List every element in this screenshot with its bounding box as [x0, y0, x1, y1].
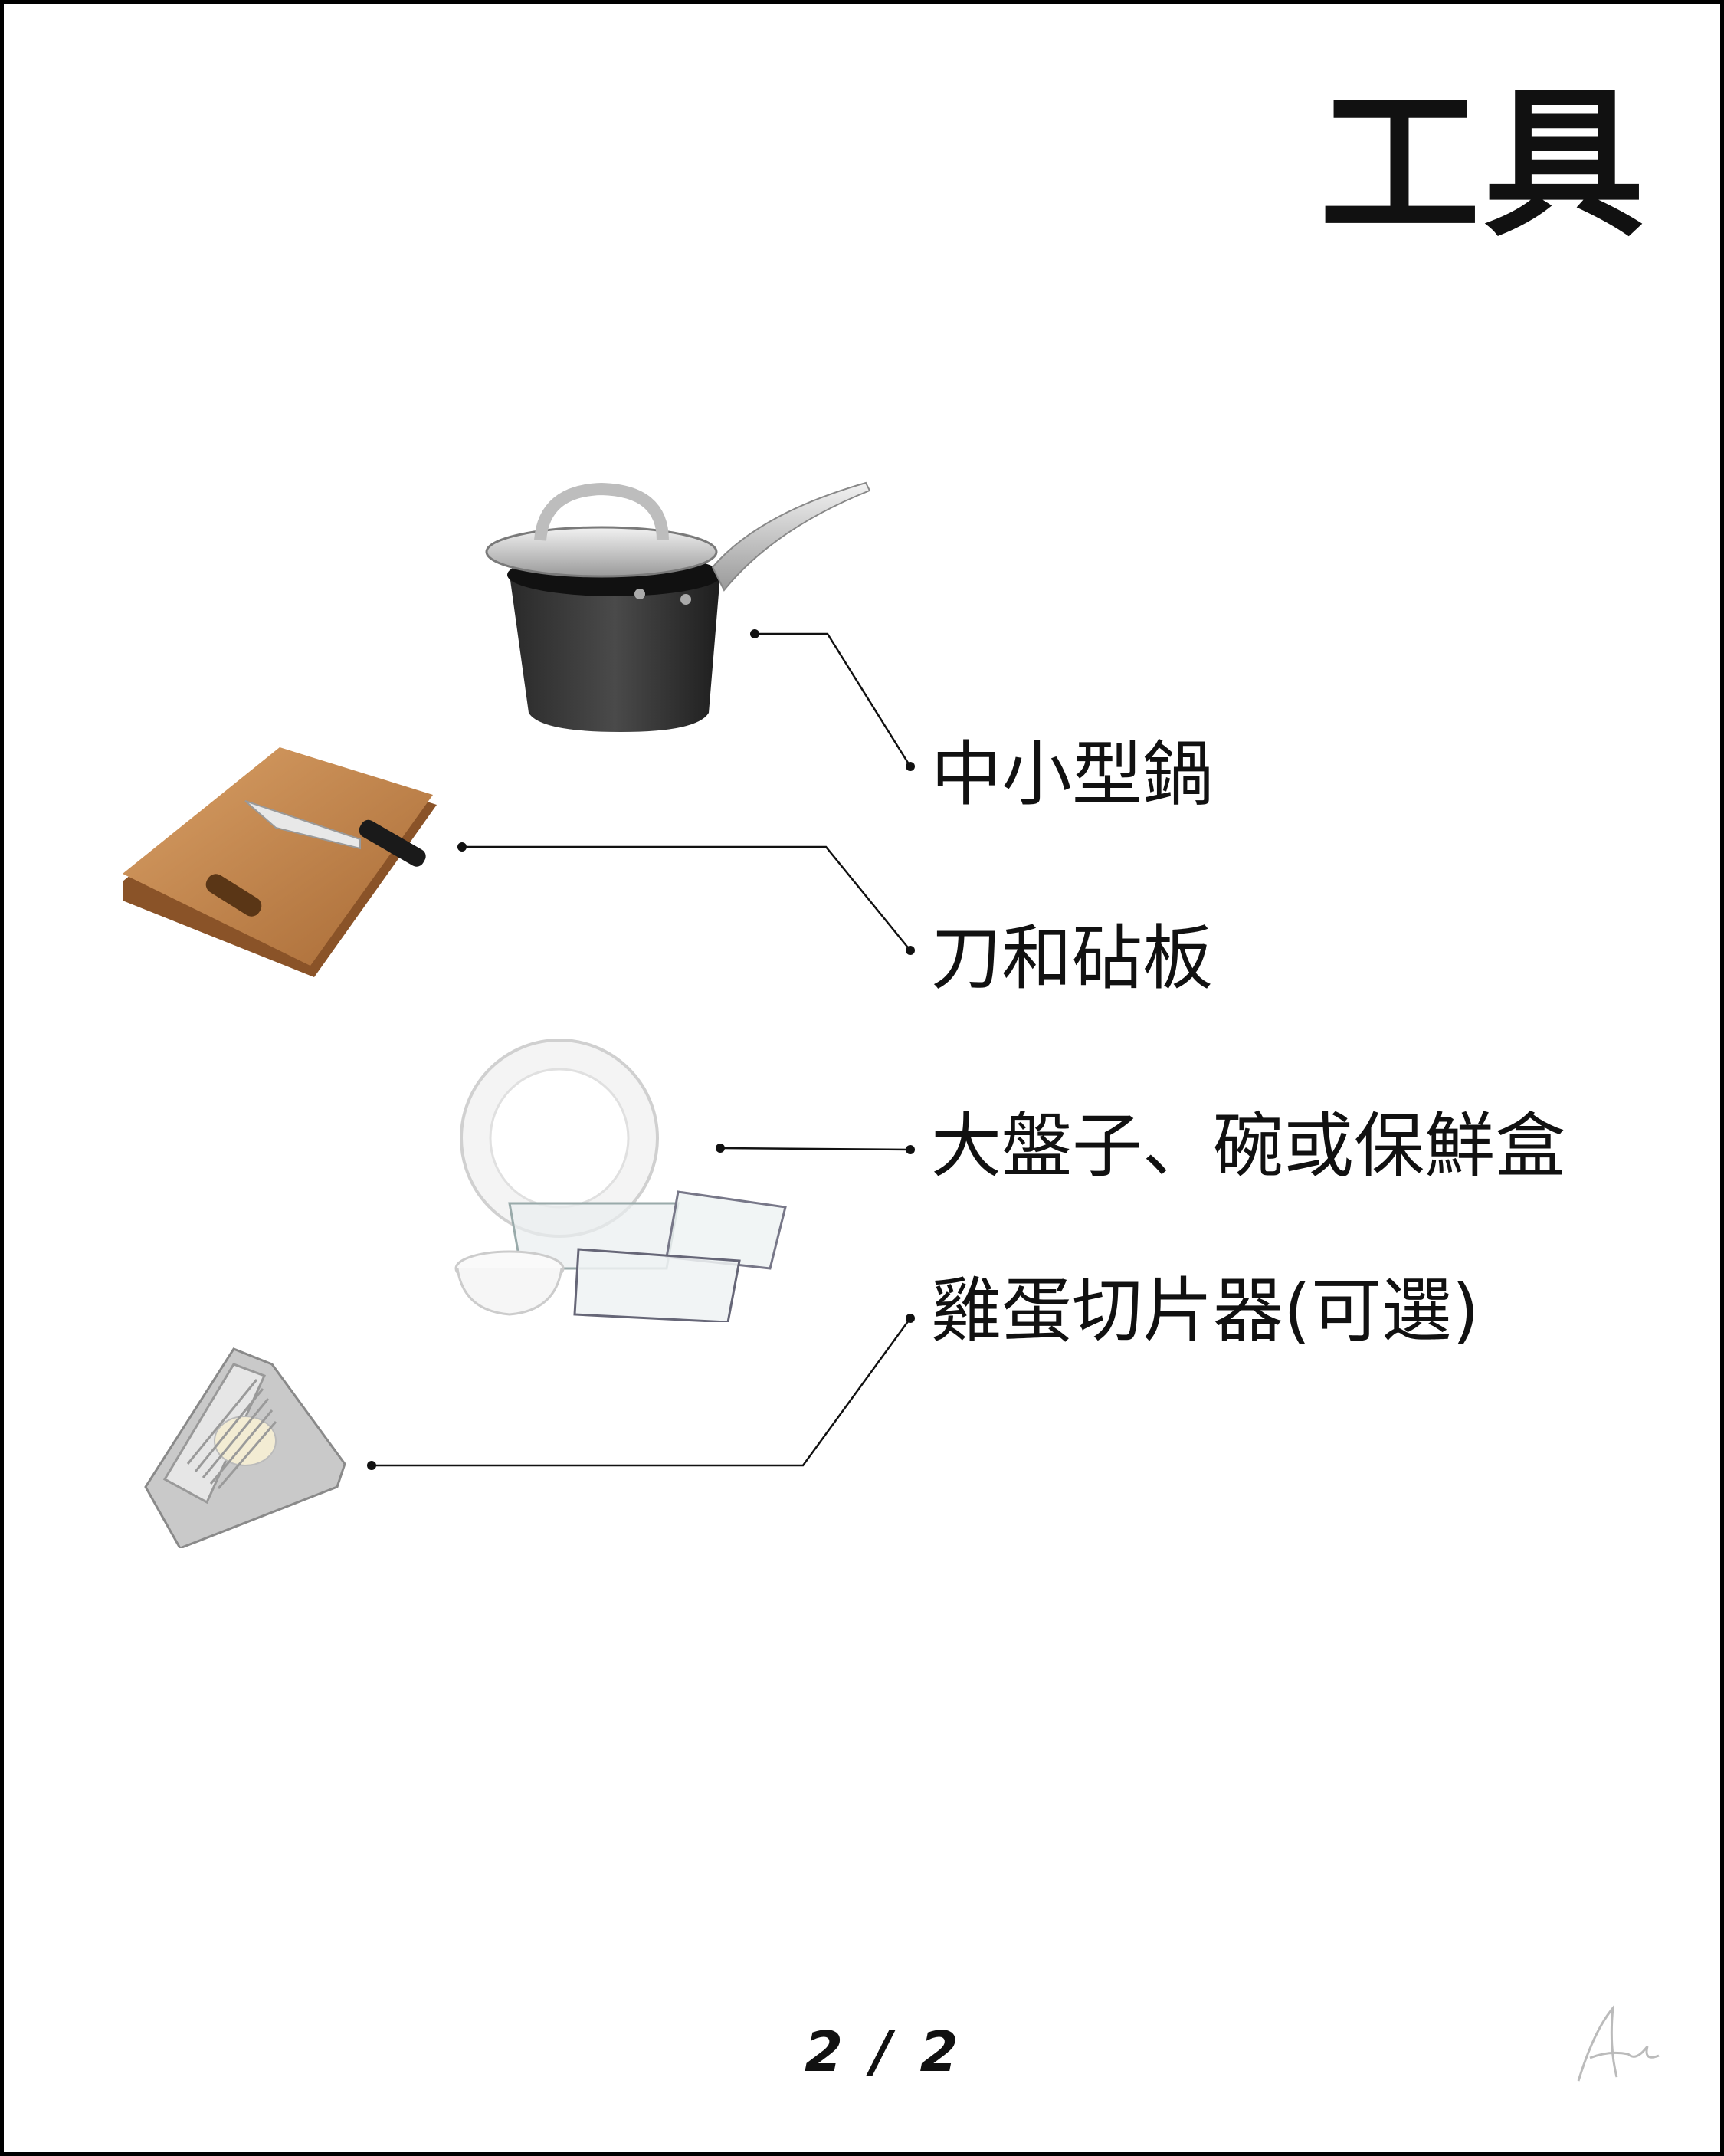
tool-label-pot: 中小型鍋 — [931, 733, 1214, 815]
page-number: 2 / 2 — [805, 2020, 963, 2084]
page-title: 工具 — [1319, 71, 1647, 258]
tool-label-containers: 大盤子、碗或保鮮盒 — [931, 1105, 1566, 1187]
knife-cutting-board-icon — [123, 747, 437, 977]
plates-bowls-containers-icon — [454, 1039, 787, 1322]
signature-mark — [1577, 2004, 1660, 2082]
tool-label-egg-slicer: 雞蛋切片器(可選) — [931, 1270, 1480, 1352]
leader-line-board — [462, 845, 911, 951]
tool-label-knife-board: 刀和砧板 — [931, 917, 1214, 999]
egg-slicer-icon — [144, 1347, 346, 1548]
leader-line-containers — [719, 1147, 911, 1151]
leader-line-slicer — [372, 1318, 912, 1467]
leader-line-pot — [755, 632, 912, 767]
saucepan-icon — [485, 481, 871, 732]
